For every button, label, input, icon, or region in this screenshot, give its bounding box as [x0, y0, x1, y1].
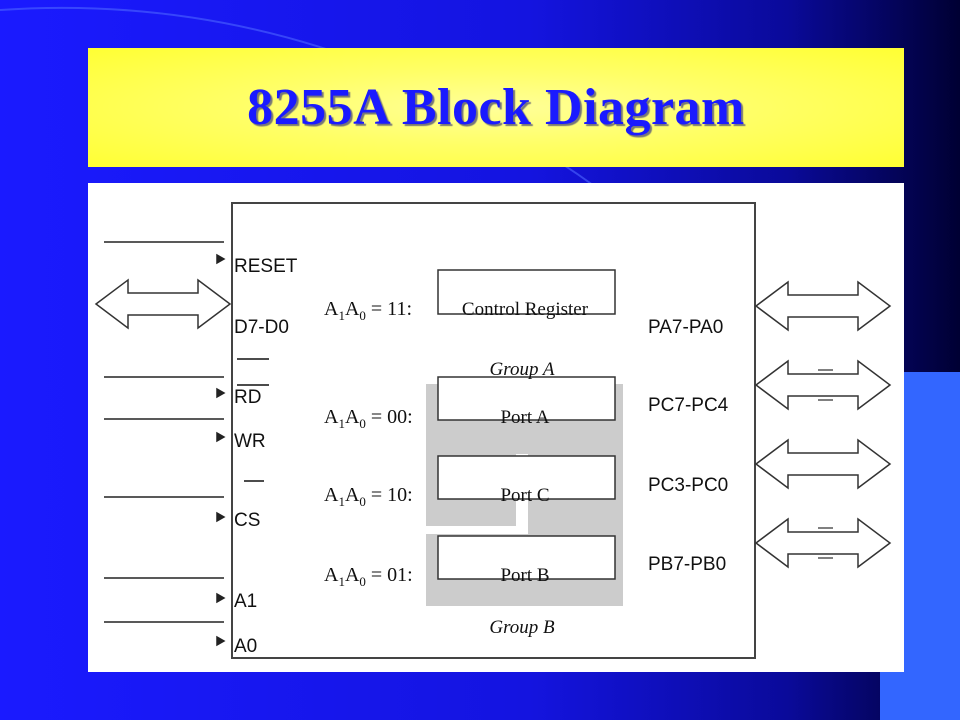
pin-a0: A0 — [234, 636, 257, 657]
port-b-label: Port B — [500, 565, 549, 586]
port-pc-lower-label: PC3-PC0 — [648, 475, 728, 496]
control-register-box — [437, 269, 616, 315]
address-control: A1A0 = 11: — [324, 298, 412, 323]
data-bus-arrow — [94, 278, 232, 330]
group-a-label: Group A — [490, 359, 555, 380]
address-port-a: A1A0 = 00: — [324, 406, 413, 431]
pin-data-bus: D7-D0 — [234, 317, 289, 338]
pin-a1: A1 — [234, 591, 257, 612]
input-signal-lines — [104, 241, 226, 647]
active-low-overbars — [237, 358, 269, 482]
pin-reset: RESET — [234, 256, 298, 277]
port-arrows — [754, 280, 892, 569]
port-pb-label: PB7-PB0 — [648, 554, 726, 575]
control-register-label: Control Register — [462, 299, 589, 320]
port-c-box — [437, 455, 616, 500]
port-c-label: Port C — [500, 485, 549, 506]
pin-cs: CS — [234, 510, 260, 531]
port-arrow-inner-dashes — [818, 369, 833, 559]
address-port-c: A1A0 = 10: — [324, 484, 413, 509]
port-pc-upper-label: PC7-PC4 — [648, 395, 729, 416]
port-a-box — [437, 376, 616, 421]
port-a-label: Port A — [500, 407, 549, 428]
port-b-box — [437, 535, 616, 580]
title-bar: 8255A Block Diagram — [88, 48, 904, 167]
chip-outline — [231, 202, 756, 659]
address-port-b: A1A0 = 01: — [324, 564, 413, 589]
block-diagram: Control Register Port A Port C Port B Gr… — [88, 183, 904, 672]
pin-rd: RD — [234, 387, 261, 408]
slide-title: 8255A Block Diagram — [247, 79, 745, 136]
group-b-label: Group B — [489, 617, 555, 638]
port-pa-label: PA7-PA0 — [648, 317, 723, 338]
pin-wr: WR — [234, 431, 266, 452]
